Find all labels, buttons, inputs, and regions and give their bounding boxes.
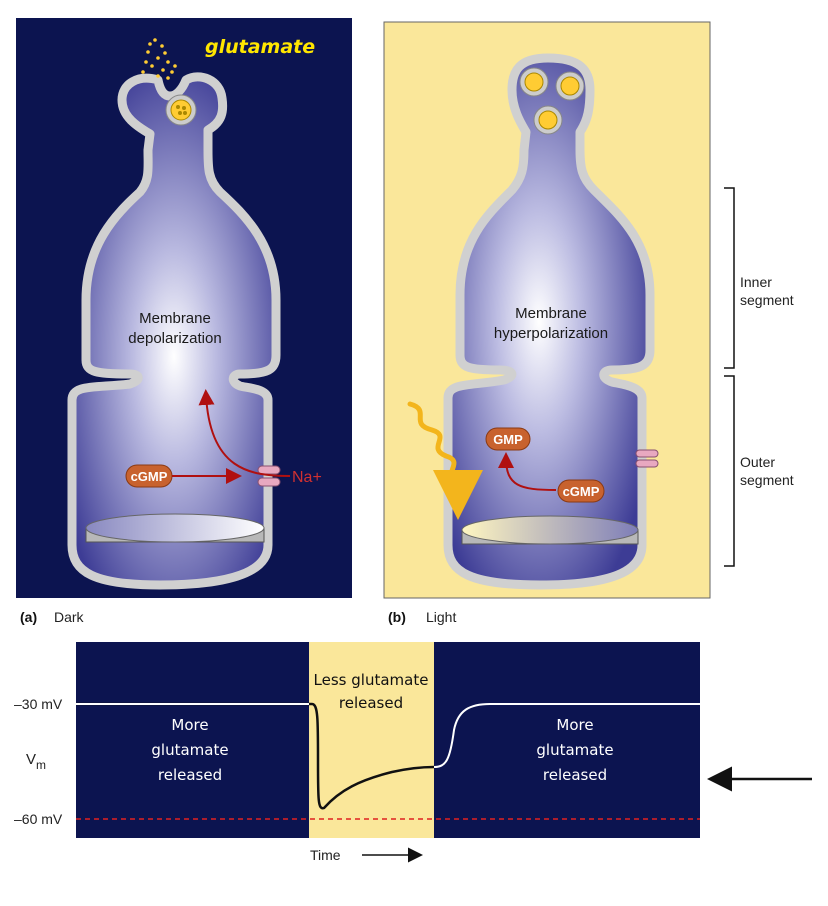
right-region-line1: More — [556, 716, 593, 734]
na-ion-label: Na+ — [292, 469, 322, 486]
outer-segment-bracket — [724, 375, 735, 567]
middle-region-line1: Less glutamate — [314, 671, 429, 689]
panel-a-na-influx-arrow — [198, 389, 291, 477]
panel-b-membrane-line1: Membrane — [515, 305, 587, 322]
panel-a-na-channel — [257, 465, 281, 487]
y-tick-minus30: –30 mV — [14, 696, 63, 712]
panel-b: Membrane hyperpolarization GMP cGMP (b) … — [383, 21, 711, 625]
x-axis-label: Time — [310, 847, 341, 863]
voltage-trace-dark-part — [76, 702, 435, 810]
outer-segment-label-line1: Outer — [740, 454, 775, 470]
panel-a-cgmp-label: cGMP — [131, 469, 168, 484]
left-region-line1: More — [171, 716, 208, 734]
panel-b-channel — [635, 449, 659, 468]
voltage-trace-recovery — [433, 703, 700, 768]
right-region-line3: released — [543, 766, 607, 784]
panel-b-gmp-label: GMP — [493, 432, 523, 447]
panel-b-gmp-bubble: GMP — [485, 427, 531, 451]
middle-region-line2: released — [339, 694, 403, 712]
panel-b-caption-letter: (b) — [388, 609, 406, 625]
panel-a-cell-membrane — [67, 72, 281, 590]
panel-b-membrane-line2: hyperpolarization — [494, 325, 608, 342]
panel-a-disc — [85, 513, 265, 543]
panel-a-vesicle — [165, 94, 197, 126]
panel-a-membrane-line2: depolarization — [128, 330, 221, 347]
y-tick-minus60: –60 mV — [14, 811, 63, 827]
right-region-line2: glutamate — [536, 741, 613, 759]
y-axis-label: Vm — [26, 751, 46, 772]
left-region-line3: released — [158, 766, 222, 784]
voltage-plot: More glutamate released Less glutamate r… — [14, 642, 700, 863]
panel-b-disc — [461, 515, 639, 545]
light-photon-icon — [407, 401, 483, 520]
panel-a-caption-letter: (a) — [20, 609, 37, 625]
panel-b-conversion-arrow — [498, 452, 557, 491]
inner-segment-bracket — [724, 187, 735, 369]
panel-a-cgmp-bubble: cGMP — [125, 464, 173, 488]
inner-segment-label-line2: segment — [740, 292, 794, 308]
light-period-region — [309, 642, 434, 838]
panel-a-glutamate-dots — [141, 38, 177, 80]
segment-brackets: Inner segment Outer segment — [724, 187, 794, 567]
left-region-line2: glutamate — [151, 741, 228, 759]
inner-segment-label-line1: Inner — [740, 274, 772, 290]
panel-a: glutamate Membrane depolarization cGMP N… — [16, 18, 352, 625]
panel-a-membrane-line1: Membrane — [139, 310, 211, 327]
panel-b-vesicles — [519, 67, 585, 135]
panel-b-cgmp-label: cGMP — [563, 484, 600, 499]
panel-b-cgmp-bubble: cGMP — [557, 479, 605, 503]
outer-segment-label-line2: segment — [740, 472, 794, 488]
panel-a-caption-text: Dark — [54, 609, 85, 625]
glutamate-label: glutamate — [205, 36, 315, 58]
panel-b-caption-text: Light — [426, 609, 456, 625]
